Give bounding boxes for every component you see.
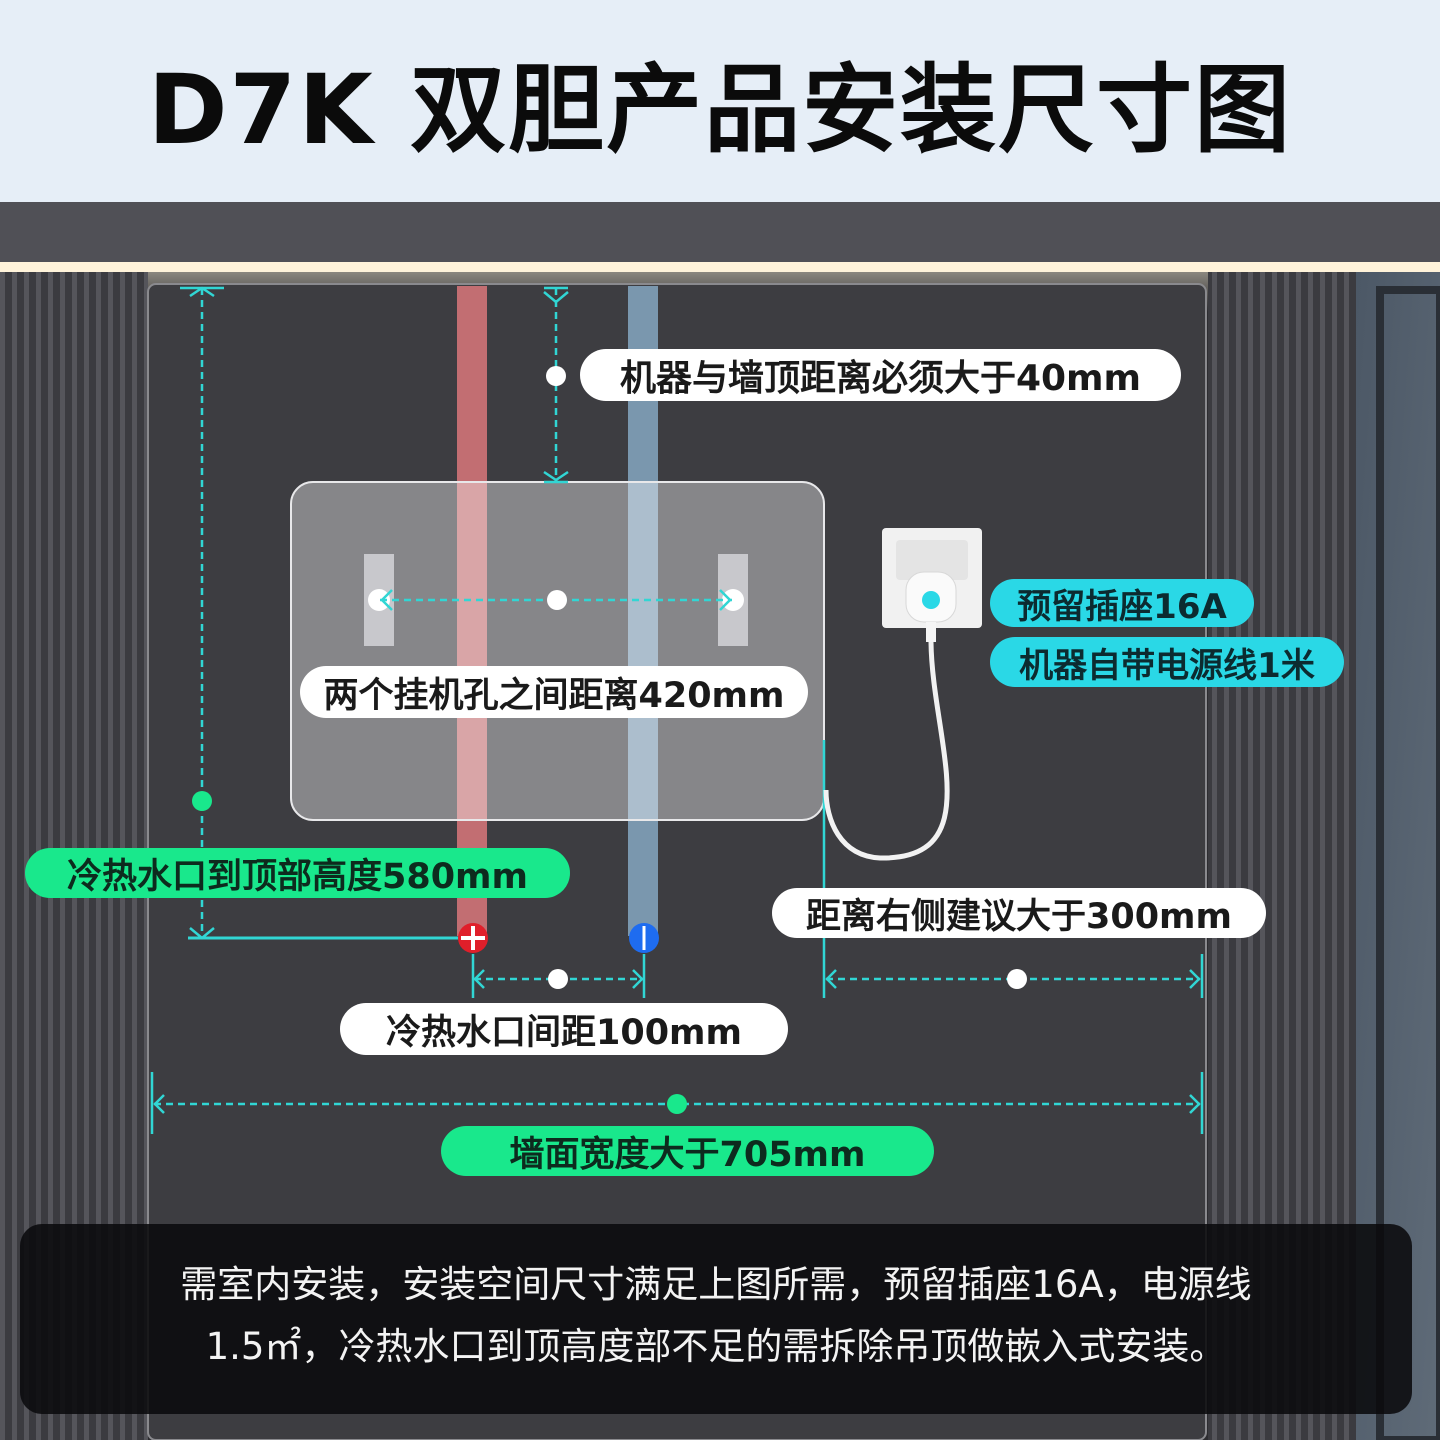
hole-distance-arrow-left [380, 589, 393, 611]
title-bar: D7K 双胆产品安装尺寸图 [0, 0, 1440, 202]
right-mount-hole [722, 589, 744, 611]
wall-width-arrows [153, 1094, 1201, 1114]
hole-distance-arrow-right [719, 589, 732, 611]
wall-width-label: 墙面宽度大于705mm [441, 1126, 934, 1176]
hot-water-outlet-cross [461, 926, 485, 950]
note-line-1: 需室内安装，安装空间尺寸满足上图所需，预留插座16A，电源线 [180, 1263, 1252, 1306]
top-clearance-marker [546, 366, 566, 386]
plug-neck [926, 622, 936, 642]
water-heater-body [290, 481, 825, 821]
left-mount-hole [368, 589, 390, 611]
plug-indicator [922, 591, 940, 609]
power-cord-label: 机器自带电源线1米 [990, 637, 1344, 687]
right-clearance-label: 距离右侧建议大于300mm [772, 888, 1266, 938]
socket-label: 预留插座16A [990, 579, 1254, 627]
note-line-2: 1.5㎡，冷热水口到顶高度部不足的需拆除吊顶做嵌入式安装。 [205, 1325, 1227, 1368]
top-clearance-arrow-bottom [543, 470, 569, 484]
ceiling-light-strip [0, 262, 1440, 272]
water-height-label: 冷热水口到顶部高度580mm [25, 848, 570, 898]
water-height-arrow-bottom [189, 927, 215, 940]
water-spacing-marker [548, 969, 568, 989]
hot-water-pipe [457, 286, 487, 936]
water-height-marker [192, 791, 212, 811]
right-clearance-arrows [825, 969, 1201, 989]
hole-distance-label: 两个挂机孔之间距离420mm [300, 666, 808, 718]
water-spacing-arrows [473, 969, 644, 989]
water-spacing-label: 冷热水口间距100mm [340, 1003, 788, 1055]
socket-face [896, 540, 968, 580]
power-cord [823, 641, 950, 861]
right-clearance-marker [1007, 969, 1027, 989]
hole-distance-marker [547, 590, 567, 610]
window-frame [1376, 286, 1440, 1440]
water-height-arrow-top [180, 286, 224, 298]
installation-note: 需室内安装，安装空间尺寸满足上图所需，预留插座16A，电源线 1.5㎡，冷热水口… [20, 1224, 1412, 1414]
top-clearance-label: 机器与墙顶距离必须大于40mm [580, 349, 1181, 401]
ceiling [0, 202, 1440, 270]
page-title: D7K 双胆产品安装尺寸图 [147, 53, 1293, 166]
top-clearance-arrow-top [543, 286, 569, 304]
wall-width-marker [667, 1094, 687, 1114]
